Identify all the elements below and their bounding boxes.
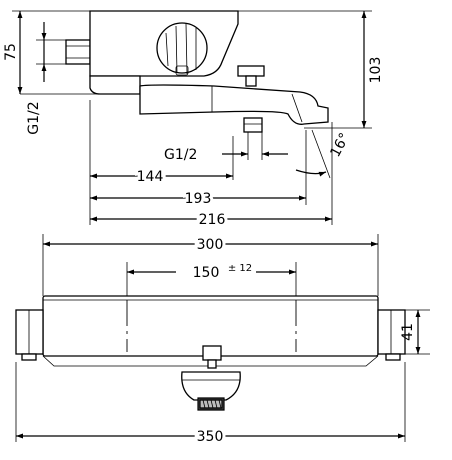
dim-label-41: 41 — [400, 323, 416, 341]
dim-label-216: 216 — [199, 212, 226, 228]
diverter-top — [202, 345, 222, 361]
thermostat-handle-side — [156, 22, 208, 74]
lower-housing — [89, 75, 141, 95]
dim-label-tolerance: ± 12 — [228, 263, 252, 274]
dim-label-75: 75 — [3, 43, 19, 61]
diverter-knob — [237, 65, 265, 77]
dim-label-150: 150 — [193, 265, 220, 281]
front-view: 300 150 ± 12 41 — [15, 234, 430, 448]
spout-outlet — [243, 117, 263, 133]
dim-label-300: 300 — [197, 237, 224, 253]
side-view: 75 G1/2 103 G1/2 16° 144 193 216 — [3, 10, 384, 231]
right-end-cap — [377, 309, 406, 355]
left-end-cap — [15, 309, 44, 355]
dim-label-350: 350 — [197, 429, 224, 445]
dim-label-g12-spout: G1/2 — [164, 147, 197, 163]
dim-label-g12-side: G1/2 — [26, 101, 42, 134]
spout-front — [181, 371, 241, 401]
inlet-connector — [65, 39, 91, 65]
dim-label-193: 193 — [185, 191, 212, 207]
dim-label-103: 103 — [368, 57, 384, 84]
dim-label-angle-16: 16° — [327, 130, 353, 159]
bath-spout — [139, 84, 329, 125]
dim-label-144: 144 — [137, 169, 164, 185]
